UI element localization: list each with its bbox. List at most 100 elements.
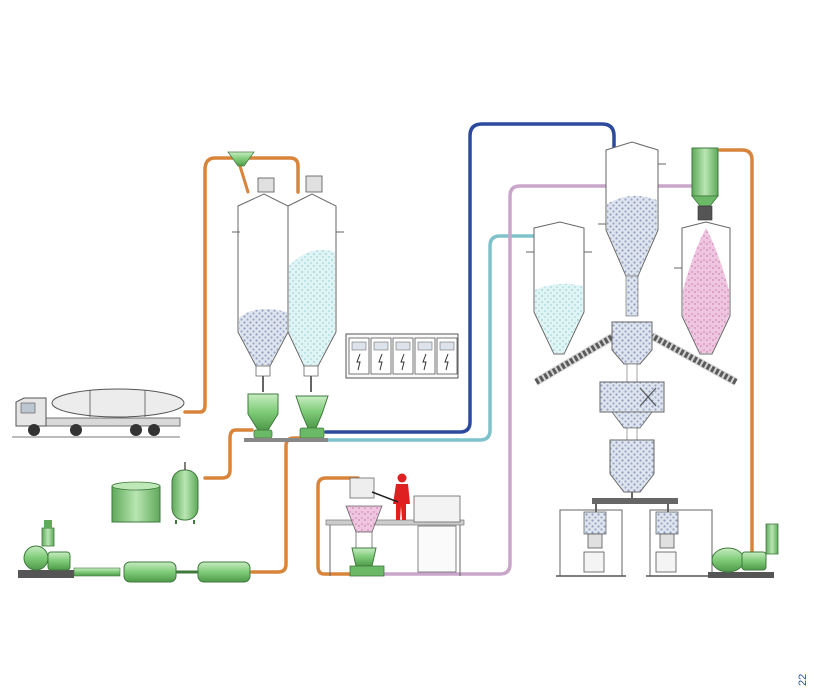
orange-pipe-bag-station <box>316 476 360 576</box>
pink-silo <box>674 147 731 355</box>
truck-wheel <box>148 424 160 436</box>
pressure-transfer-vessels <box>244 393 329 442</box>
distribution-conveyor <box>592 498 678 504</box>
pink-silo-rotary-valve <box>697 205 713 221</box>
control-cabinet <box>348 337 370 375</box>
orange-pipe-right-blower <box>718 148 754 560</box>
orange-pipe-vessel-to-tank <box>203 428 254 480</box>
vessel-discharge-valve <box>253 429 273 439</box>
pink-pipe-to-pink-silo <box>382 184 696 576</box>
blower-unit-icon <box>18 520 251 583</box>
blower-base <box>18 570 74 578</box>
air-receiver-group <box>111 462 199 524</box>
control-cabinet-display <box>439 341 455 351</box>
bagging-machine-left <box>556 509 626 577</box>
station-cabinet <box>417 525 457 573</box>
bagger-bag <box>583 551 605 573</box>
blower-pipe-segment <box>73 567 121 577</box>
truck-wheel <box>70 424 82 436</box>
screw-conveyor-right-outline <box>650 332 738 386</box>
station-pipe-box <box>349 565 385 577</box>
air-receiver-tank <box>171 469 199 521</box>
orange-pipe-blower-to-vessels <box>250 436 307 574</box>
control-cabinet-display <box>351 341 367 351</box>
hopper-neck <box>626 363 638 383</box>
vessel-discharge-valve <box>299 427 325 439</box>
control-cabinet <box>436 337 458 375</box>
control-cabinet-display <box>373 341 389 351</box>
right-silo-outlet-valve <box>303 365 319 377</box>
blower-motor <box>47 551 71 571</box>
bagger-hopper <box>655 511 679 535</box>
truck-wheel <box>28 424 40 436</box>
tall-silo-feeder <box>625 275 639 317</box>
control-cabinet <box>414 337 436 375</box>
blower-base <box>708 572 774 578</box>
screw-conveyor-right <box>650 333 738 385</box>
weigh-hopper <box>611 321 653 365</box>
orange-pipe-truck-to-silo <box>183 156 235 414</box>
surge-hopper <box>609 439 655 493</box>
blower-silencer <box>765 523 779 555</box>
platform-deck <box>325 519 465 526</box>
mixer-paddles <box>639 387 657 407</box>
station-rotary-valve <box>351 547 377 567</box>
control-cabinet-icon <box>345 333 459 379</box>
transfer-vessel-right <box>295 395 329 429</box>
filter-box <box>111 485 161 523</box>
pink-silo-filter-cone <box>691 195 719 207</box>
station-cabinet <box>413 495 461 523</box>
station-feeder <box>355 531 373 549</box>
cooler-unit <box>123 561 177 583</box>
bagger-hopper <box>583 511 607 535</box>
cyan-pipe-to-middle-silo <box>324 234 536 442</box>
control-cabinet-display <box>395 341 411 351</box>
operator-icon <box>393 473 410 520</box>
electrical-warning-icon <box>422 353 427 371</box>
blower-housing <box>23 545 49 571</box>
tall-silo-powder <box>607 195 657 275</box>
blower-housing <box>711 547 745 573</box>
orange-pipe-cyclone-right <box>246 156 300 194</box>
middle-silo-powder <box>535 283 583 353</box>
screw-conveyor-left-outline <box>533 332 617 386</box>
blower-unit-icon <box>708 523 779 578</box>
bulk-tanker-truck-icon <box>12 388 185 438</box>
truck-cab-window <box>20 402 36 414</box>
vessel-frame <box>244 438 328 442</box>
mixer <box>599 381 665 413</box>
electrical-warning-icon <box>400 353 405 371</box>
truck-wheel <box>130 424 142 436</box>
bag-tipping-station <box>325 473 465 577</box>
blower-intake <box>44 520 52 528</box>
electrical-warning-icon <box>444 353 449 371</box>
pink-silo-powder <box>683 228 729 353</box>
station-hopper <box>345 505 383 533</box>
blower-motor <box>741 551 767 571</box>
dosing-and-mixing-unit <box>533 321 738 504</box>
bagger-bag <box>655 551 677 573</box>
silo-filter-unit <box>257 177 275 193</box>
mixer-outlet <box>611 411 653 429</box>
cooler-unit <box>197 561 251 583</box>
bagging-machines <box>556 504 716 577</box>
mixer-outlet-neck <box>626 427 638 441</box>
control-cabinet <box>392 337 414 375</box>
screw-conveyor-left <box>534 333 616 385</box>
twin-storage-silos <box>227 151 344 392</box>
pink-silo-filter <box>691 147 719 197</box>
bagger-spout <box>659 533 675 549</box>
filter-box-lid <box>111 481 161 491</box>
electrical-warning-icon <box>356 353 361 371</box>
blower-silencer <box>41 527 55 547</box>
left-silo-powder <box>239 309 287 365</box>
control-cabinet <box>370 337 392 375</box>
operator-tool <box>371 491 399 503</box>
tall-silo <box>598 141 666 317</box>
middle-silo <box>526 221 592 355</box>
orange-pipe-cyclone-left <box>238 164 250 194</box>
left-silo-outlet-valve <box>255 365 271 377</box>
operator-body <box>393 484 410 520</box>
bagger-spout <box>587 533 603 549</box>
